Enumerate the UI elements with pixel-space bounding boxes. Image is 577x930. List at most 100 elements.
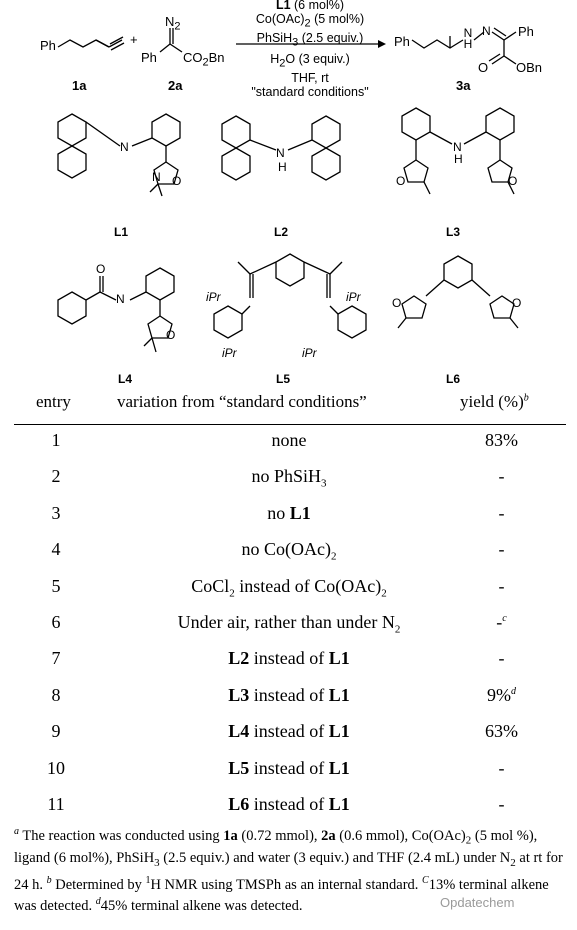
- entry-cell: 6: [51, 612, 61, 632]
- variation-ligand: L3: [228, 684, 250, 705]
- variation-ligand-ref: L1: [328, 721, 350, 742]
- yield-cell: -: [454, 576, 549, 597]
- sm1-label: 1a: [72, 78, 87, 93]
- fn-a: a: [14, 826, 19, 837]
- prod-obn: OBn: [516, 60, 543, 75]
- l3-o-right: O: [508, 174, 518, 188]
- fn-t7: Determined by: [51, 876, 146, 893]
- cond-cobalt: Co(OAc): [255, 12, 305, 26]
- l2-h: H: [278, 160, 287, 174]
- l5-ipr-3: iPr: [346, 290, 361, 304]
- variation-ligand: L6: [228, 794, 250, 814]
- l1-nh: N: [120, 140, 129, 154]
- variation-cell: L6 instead of L1: [109, 794, 469, 815]
- ligand-label-l1: L1: [114, 225, 129, 239]
- entry-cell: 2: [51, 466, 61, 487]
- l3-nh: N: [453, 140, 462, 154]
- table-row: 5 CoCl2 instead of Co(OAc)2-: [14, 576, 566, 610]
- cond-cobalt-amount: (5 mol%): [310, 12, 365, 26]
- variation-subscript: 2: [229, 587, 235, 600]
- table-row: 9 L4 instead of L1 63%: [14, 721, 566, 755]
- variation-suffix: instead of Co(OAc): [234, 575, 382, 596]
- ligand-structures: [57, 107, 519, 353]
- variation-subscript: 3: [321, 477, 327, 490]
- yield-footnote-mark: c: [502, 613, 507, 624]
- prod-nh-n: N: [463, 26, 473, 40]
- variation-subscript: 2: [394, 623, 401, 636]
- l4-o2: O: [166, 328, 176, 342]
- sm2-n2: N2: [165, 14, 181, 33]
- entry-cell: 9: [51, 721, 61, 742]
- ligand-label-l2: L2: [274, 225, 289, 239]
- variation-ligand: L1: [289, 502, 311, 523]
- fn-s2: 3: [154, 856, 160, 869]
- cond-solvent: THF, rt: [291, 70, 329, 85]
- l2-nh: N: [276, 146, 285, 160]
- l6-o-left: O: [392, 296, 402, 310]
- variation-subscript: 2: [330, 550, 337, 563]
- variation-ligand: L5: [228, 757, 250, 778]
- fn-s3: 2: [510, 856, 516, 869]
- reaction-scheme: [57, 27, 517, 65]
- entry-cell: 5: [51, 575, 61, 596]
- cond-water-h: H: [270, 52, 280, 66]
- prod-o: O: [478, 60, 489, 75]
- entry-cell: 11: [47, 794, 65, 814]
- plus-sign: +: [130, 32, 138, 47]
- sm2-ester: CO2Bn: [183, 50, 225, 69]
- header-yield-text: yield (%): [460, 392, 524, 411]
- variation-cell: no Co(OAc)2: [109, 539, 469, 563]
- yield-cell: -: [454, 758, 549, 779]
- fn-b1: 1a: [223, 827, 238, 844]
- cond-line-ligand: L1 (6 mol%): [236, 0, 384, 12]
- variation-text: none: [271, 430, 307, 450]
- cond-standard: "standard conditions": [251, 84, 369, 99]
- table-row: 11 L6 instead of L1 -: [14, 794, 566, 828]
- yield-value: 63%: [485, 721, 518, 742]
- variation-connector: instead of: [249, 684, 329, 705]
- yield-value: -: [496, 612, 503, 632]
- l4-o: O: [96, 262, 106, 276]
- variation-ligand-ref: L1: [328, 794, 350, 814]
- yield-value: -: [498, 794, 505, 814]
- variation-cell: L5 instead of L1: [109, 758, 469, 779]
- header-entry: entry: [36, 392, 71, 411]
- variation-cell: no PhSiH3: [109, 466, 469, 490]
- yield-value: -: [498, 466, 505, 487]
- yield-cell: -: [454, 466, 549, 487]
- variation-cell: L4 instead of L1: [109, 721, 469, 742]
- header-yield-sup: b: [523, 392, 529, 404]
- footnote: a The reaction was conducted using 1a (0…: [14, 823, 569, 915]
- variation-ligand-ref: L1: [328, 648, 350, 669]
- fn-d: d: [95, 896, 101, 908]
- variation-cell: none: [109, 430, 469, 451]
- yield-value: -: [498, 539, 505, 560]
- sm2-label: 2a: [168, 78, 183, 93]
- variation-text: no: [267, 502, 290, 523]
- cond-line-cobalt: Co(OAc)2 (5 mol%): [236, 12, 384, 31]
- cond-silane-amount: (2.5 equiv.): [298, 30, 364, 45]
- yield-cell: -: [454, 794, 549, 815]
- fn-s1: 2: [465, 834, 472, 847]
- cond-line-water: H2O (3 equiv.): [236, 52, 384, 71]
- yield-cell: 83%: [454, 430, 549, 451]
- variation-cell: CoCl2 instead of Co(OAc)2: [109, 576, 469, 600]
- ester-co: CO: [183, 50, 203, 65]
- sm1-ph: Ph: [40, 38, 56, 53]
- fn-b: b: [46, 874, 52, 886]
- ligand-label-l4: L4: [118, 372, 133, 386]
- prod-ph-right: Ph: [518, 24, 534, 39]
- variation-text: CoCl: [191, 575, 230, 596]
- yield-cell: -: [454, 539, 549, 560]
- l3-o-left: O: [396, 174, 406, 188]
- cond-water-sub: 2: [279, 57, 286, 70]
- yield-cell: 9%d: [454, 685, 549, 706]
- cond-silane: PhSiH: [256, 30, 293, 45]
